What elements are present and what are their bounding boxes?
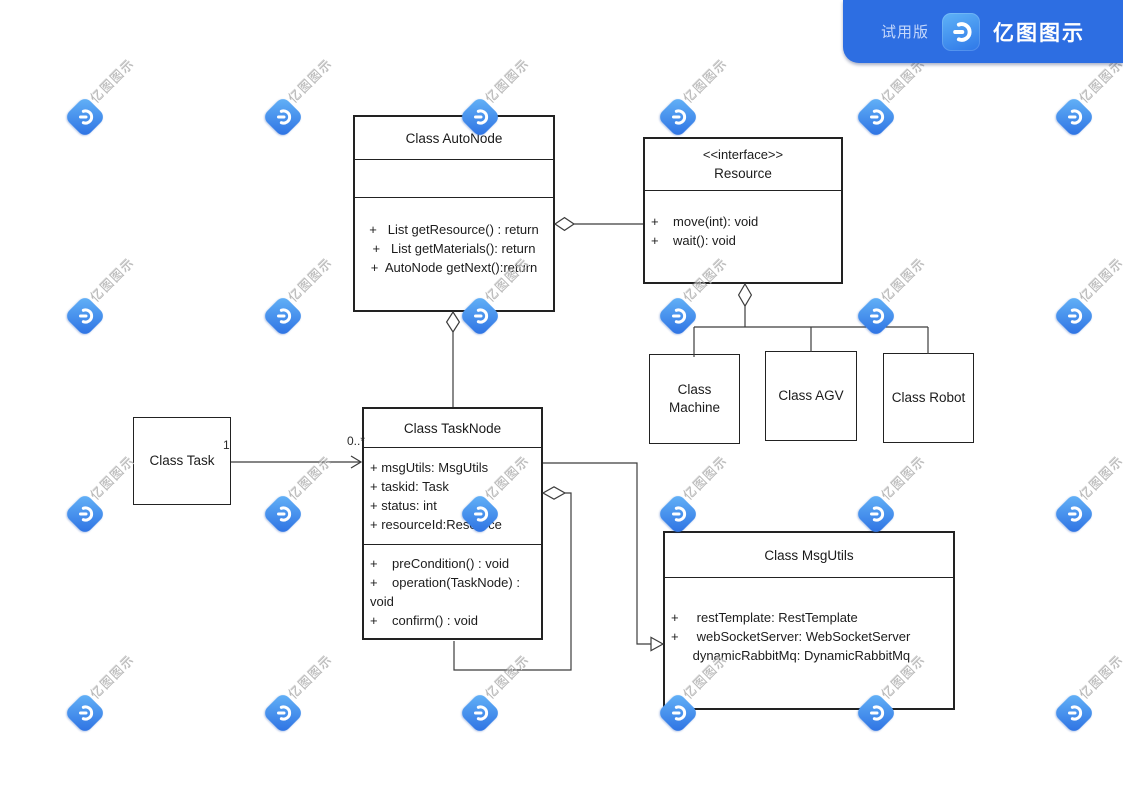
class-title: Class Machine xyxy=(650,355,739,443)
watermark-text: 亿图图示 xyxy=(483,652,533,702)
watermark-logo-icon xyxy=(1052,492,1096,536)
method-line: + move(int): void xyxy=(651,214,759,229)
watermark-text: 亿图图示 xyxy=(88,652,138,702)
watermark-logo-icon xyxy=(854,95,898,139)
watermark-text: 亿图图示 xyxy=(1077,255,1123,305)
attributes-section: + restTemplate: RestTemplate + webSocket… xyxy=(665,577,953,708)
class-box-robot[interactable]: Class Robot xyxy=(883,353,974,443)
watermark-text: 亿图图示 xyxy=(88,56,138,106)
watermark-logo-icon xyxy=(656,492,700,536)
watermark-logo-icon xyxy=(63,492,107,536)
method-line: + operation(TaskNode) : xyxy=(370,575,520,590)
aggregation-resource-subclasses[interactable] xyxy=(693,282,929,357)
class-box-msgutils[interactable]: Class MsgUtils + restTemplate: RestTempl… xyxy=(663,531,955,710)
class-box-tasknode[interactable]: Class TaskNode + msgUtils: MsgUtils + ta… xyxy=(362,407,543,640)
watermark-text: 亿图图示 xyxy=(286,453,336,503)
association-task-tasknode[interactable] xyxy=(231,455,363,469)
interface-stereotype: <<interface>> xyxy=(702,147,784,162)
interface-title-section: <<interface>> Resource xyxy=(645,139,841,190)
watermark-logo-icon xyxy=(1052,294,1096,338)
attribute-line: + msgUtils: MsgUtils xyxy=(370,460,489,475)
watermark-logo-icon xyxy=(854,294,898,338)
attribute-line: + resourceId:Resource xyxy=(370,517,502,532)
watermark-text: 亿图图示 xyxy=(879,56,929,106)
watermark-logo-icon xyxy=(63,95,107,139)
watermark-text: 亿图图示 xyxy=(879,255,929,305)
watermark-logo-icon xyxy=(656,95,700,139)
watermark-logo-icon xyxy=(261,294,305,338)
watermark-logo-icon xyxy=(261,492,305,536)
watermark-text: 亿图图示 xyxy=(1077,56,1123,106)
attribute-line: dynamicRabbitMq: DynamicRabbitMq xyxy=(671,648,911,663)
class-title: Class MsgUtils xyxy=(764,547,854,563)
watermark-text: 亿图图示 xyxy=(286,652,336,702)
watermark-logo-icon xyxy=(656,294,700,338)
trial-version-badge: 试用版 亿图图示 xyxy=(843,0,1123,63)
connector-line xyxy=(543,462,651,645)
aggregation-autonode-tasknode[interactable] xyxy=(445,310,461,407)
multiplicity-label-task: 1 xyxy=(223,438,230,452)
watermark-logo-icon xyxy=(261,95,305,139)
watermark-text: 亿图图示 xyxy=(879,453,929,503)
method-line-wrap: void xyxy=(370,594,394,609)
attribute-line: + webSocketServer: WebSocketServer xyxy=(671,629,911,644)
watermark-logo-icon xyxy=(1052,95,1096,139)
method-line: + wait(): void xyxy=(651,233,736,248)
trial-label: 试用版 xyxy=(880,24,929,41)
attribute-line: + restTemplate: RestTemplate xyxy=(671,610,858,625)
watermark-text: 亿图图示 xyxy=(88,255,138,305)
class-box-autonode[interactable]: Class AutoNode + List getResource() : re… xyxy=(353,115,555,312)
method-line: + List getResource() : return xyxy=(369,222,539,237)
aggregation-autonode-resource[interactable] xyxy=(553,216,643,232)
method-line: + confirm() : void xyxy=(370,613,478,628)
class-title-text: Class Machine xyxy=(668,382,721,415)
watermark-logo-icon xyxy=(63,691,107,735)
attribute-line: + taskid: Task xyxy=(370,479,449,494)
attributes-section: + msgUtils: MsgUtils + taskid: Task + st… xyxy=(364,447,541,544)
class-box-task[interactable]: Class Task xyxy=(133,417,231,505)
class-title: Class AutoNode xyxy=(405,130,503,146)
interface-name: Resource xyxy=(714,166,772,181)
brand-name: 亿图图示 xyxy=(993,21,1085,45)
attributes-section-empty xyxy=(355,159,553,197)
method-line: + List getMaterials(): return xyxy=(372,241,536,256)
watermark-logo-icon xyxy=(854,492,898,536)
method-line: + preCondition() : void xyxy=(370,556,510,571)
open-arrowhead xyxy=(350,455,363,469)
watermark-text: 亿图图示 xyxy=(286,255,336,305)
methods-section: + preCondition() : void + operation(Task… xyxy=(364,544,541,638)
interface-box-resource[interactable]: <<interface>> Resource + move(int): void… xyxy=(643,137,843,284)
aggregation-diamond xyxy=(445,310,461,334)
class-box-agv[interactable]: Class AGV xyxy=(765,351,857,441)
aggregation-diamond xyxy=(553,216,576,232)
aggregation-diamond xyxy=(737,282,753,308)
watermark-logo-icon xyxy=(63,294,107,338)
aggregation-diamond xyxy=(541,486,567,500)
realization-tasknode-msgutils[interactable] xyxy=(543,462,665,652)
class-title: Class TaskNode xyxy=(403,420,502,436)
watermark-text: 亿图图示 xyxy=(483,56,533,106)
class-title: Class Robot xyxy=(891,390,966,405)
class-title: Class AGV xyxy=(778,388,844,403)
watermark-logo-icon xyxy=(261,691,305,735)
watermark-text: 亿图图示 xyxy=(1077,652,1123,702)
watermark-logo-icon xyxy=(1052,691,1096,735)
watermark-logo-icon xyxy=(458,691,502,735)
attribute-line: + status: int xyxy=(370,498,437,513)
class-box-machine[interactable]: Class Machine xyxy=(649,354,740,444)
hollow-triangle-arrowhead xyxy=(650,636,665,652)
watermark-text: 亿图图示 xyxy=(88,453,138,503)
multiplicity-label-tasknode: 0..* xyxy=(347,434,366,448)
watermark-text: 亿图图示 xyxy=(286,56,336,106)
method-line: + AutoNode getNext():return xyxy=(370,260,538,275)
methods-section: + move(int): void + wait(): void xyxy=(645,190,841,282)
edraw-logo-icon xyxy=(942,12,980,51)
edraw-glyph xyxy=(953,21,972,42)
watermark-text: 亿图图示 xyxy=(681,453,731,503)
watermark-text: 亿图图示 xyxy=(1077,453,1123,503)
methods-section: + List getResource() : return + List get… xyxy=(355,197,553,310)
class-title: Class Task xyxy=(149,453,215,468)
watermark-text: 亿图图示 xyxy=(681,56,731,106)
